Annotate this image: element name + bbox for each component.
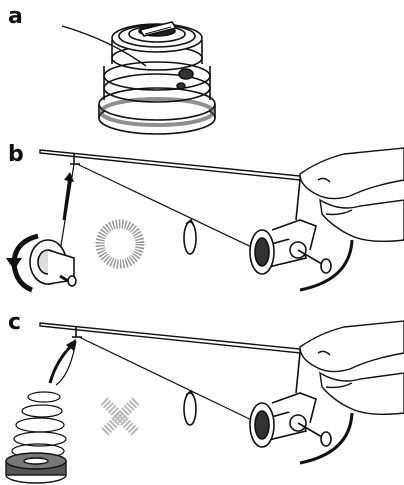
panel-c-incorrect: [0, 305, 404, 485]
up-arrow-icon: [50, 339, 76, 383]
spinning-reel-spool-icon: [99, 22, 215, 134]
line-spool-icon: [6, 453, 66, 483]
panel-a-spool: [0, 0, 404, 140]
fishing-rod: [40, 323, 300, 353]
correct-circle-icon: [100, 224, 140, 264]
fishing-line: [79, 337, 262, 425]
twist-arrow-icon: [184, 391, 196, 425]
line-spool-icon: [30, 240, 76, 286]
panel-b-correct: [0, 140, 404, 310]
twist-arrow-icon: [184, 220, 196, 254]
line-coils: [12, 341, 76, 458]
wrong-cross-icon: [104, 401, 136, 433]
